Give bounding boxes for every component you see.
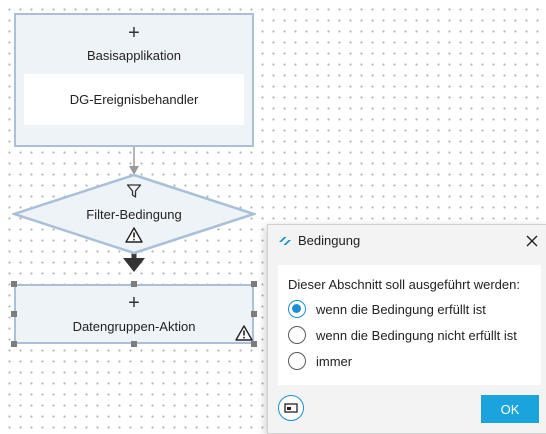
radio-label: wenn die Bedingung nicht erfüllt ist [316, 327, 517, 343]
radio-label: wenn die Bedingung erfüllt ist [316, 301, 486, 317]
radio-button[interactable] [288, 300, 306, 318]
condition-dialog: Bedingung Dieser Abschnitt soll ausgefüh… [267, 224, 546, 434]
selection-handle-br[interactable] [251, 341, 257, 347]
radio-option-condition-met[interactable]: wenn die Bedingung erfüllt ist [288, 298, 486, 320]
add-icon[interactable]: + [128, 22, 140, 44]
funnel-icon [126, 184, 142, 198]
action-node[interactable]: + Datengruppen-Aktion [14, 284, 254, 344]
filter-node[interactable]: Filter-Bedingung [12, 173, 256, 255]
dialog-body: Dieser Abschnitt soll ausgeführt werden:… [278, 265, 541, 385]
selection-handle-bl[interactable] [11, 341, 17, 347]
filter-diamond-shape [12, 173, 256, 255]
warning-icon [235, 325, 253, 341]
connector-arrow-bottom [123, 258, 145, 272]
selection-handle-tc[interactable] [131, 281, 137, 287]
radio-button[interactable] [288, 326, 306, 344]
radio-label: immer [316, 353, 353, 369]
dialog-header[interactable]: Bedingung [268, 225, 546, 257]
dialog-title: Bedingung [298, 233, 361, 248]
selection-handle-ml[interactable] [11, 311, 17, 317]
logo-icon [279, 237, 291, 245]
dialog-question: Dieser Abschnitt soll ausgeführt werden: [288, 277, 520, 292]
ok-button[interactable]: OK [481, 395, 539, 423]
event-handler-label: DG-Ereignisbehandler [69, 92, 199, 107]
radio-option-always[interactable]: immer [288, 350, 352, 372]
close-button[interactable] [522, 231, 542, 251]
add-icon[interactable]: + [128, 292, 140, 314]
filter-node-title: Filter-Bedingung [86, 207, 182, 222]
selection-handle-tr[interactable] [251, 281, 257, 287]
selection-handle-mr[interactable] [251, 311, 257, 317]
radio-button[interactable] [288, 352, 306, 370]
basis-node-title: Basisapplikation [87, 48, 181, 63]
close-icon [526, 235, 538, 247]
radio-option-condition-not-met[interactable]: wenn die Bedingung nicht erfüllt ist [288, 324, 517, 346]
event-handler-box[interactable]: DG-Ereignisbehandler [24, 74, 244, 125]
warning-icon [125, 227, 143, 243]
settings-button[interactable] [278, 395, 304, 421]
settings-icon [284, 403, 298, 413]
selection-handle-bc[interactable] [131, 341, 137, 347]
basis-node[interactable]: + Basisapplikation DG-Ereignisbehandler [14, 13, 254, 147]
selection-handle-tl[interactable] [11, 281, 17, 287]
action-node-title: Datengruppen-Aktion [72, 319, 196, 334]
